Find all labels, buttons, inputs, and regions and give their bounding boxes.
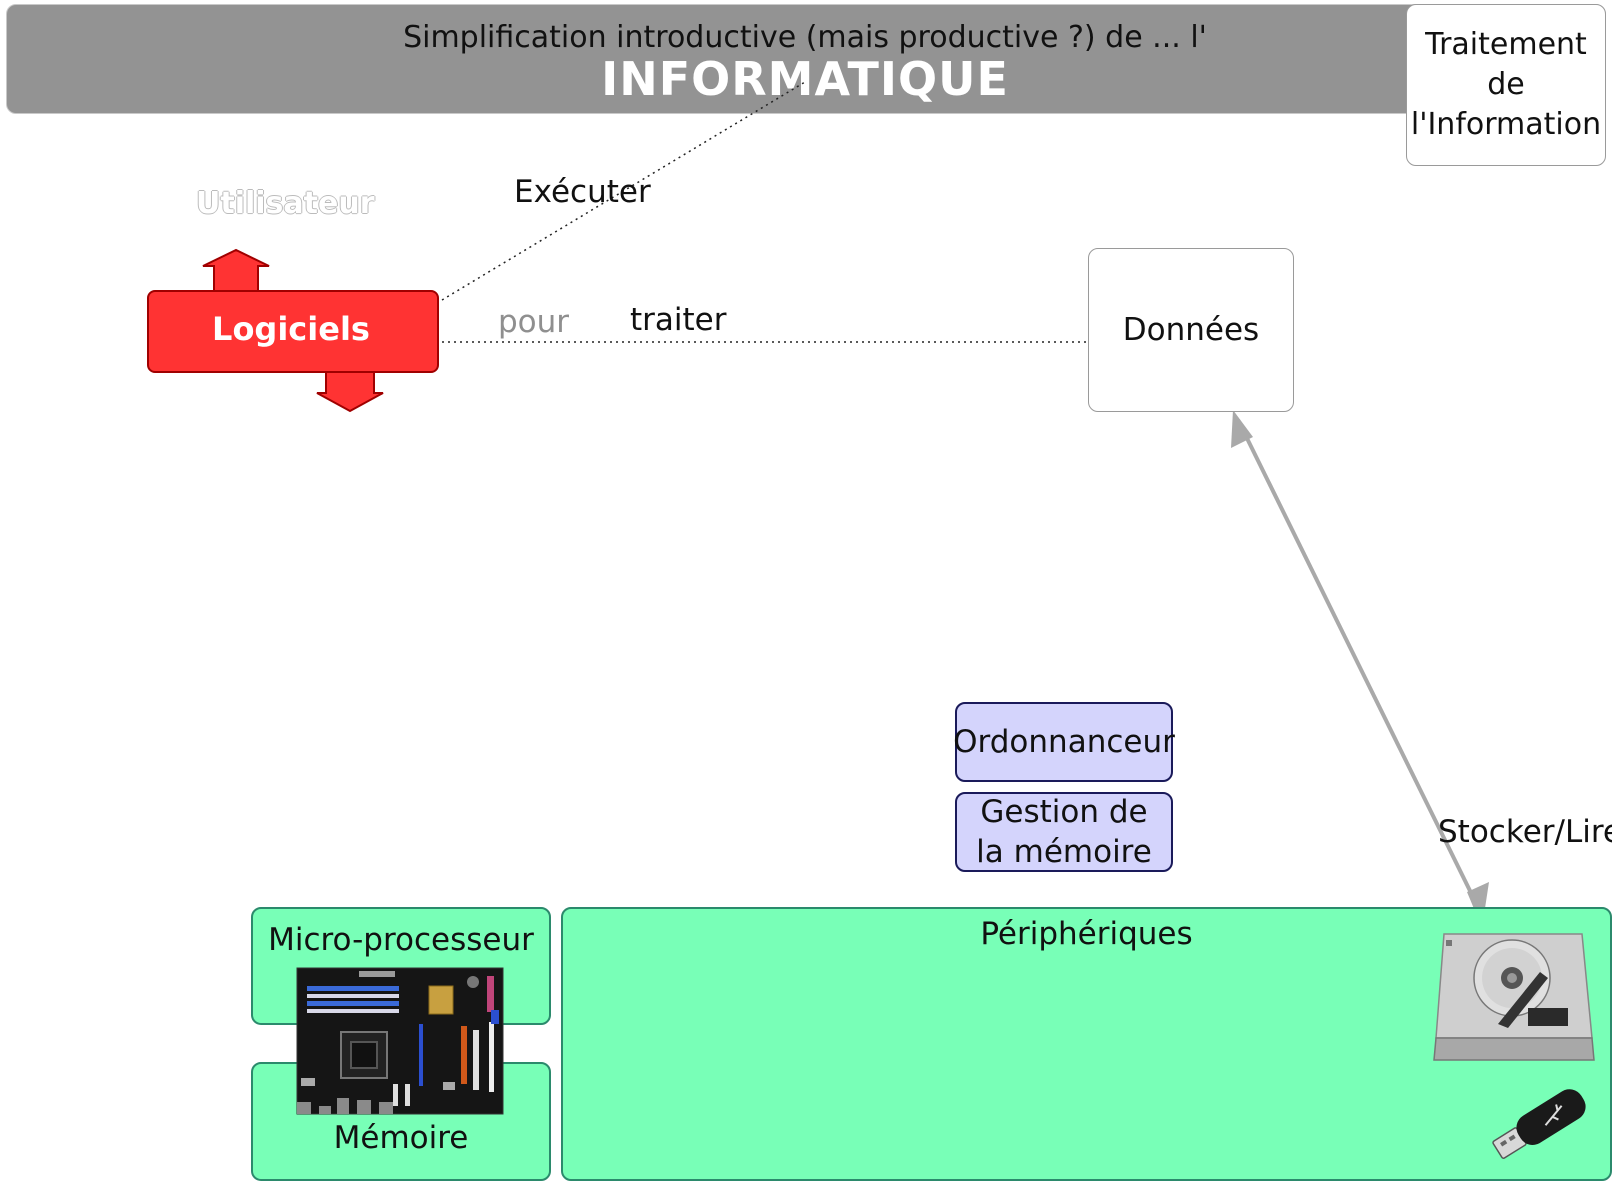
ordonnanceur-box: Ordonnanceur	[953, 702, 1175, 782]
header-banner	[6, 4, 1606, 114]
traitement-information-box: Traitement de l'Information	[1406, 4, 1606, 166]
pour-label: pour	[498, 304, 570, 340]
logiciels-shape	[147, 248, 439, 413]
motherboard-icon	[296, 967, 504, 1115]
header-title: INFORMATIQUE	[601, 52, 1009, 106]
traiter-label: traiter	[630, 302, 727, 338]
memoire-label: Mémoire	[333, 1120, 469, 1156]
gestion-memoire-line-2: la mémoire	[976, 834, 1152, 870]
traitement-line-3: l'Information	[1410, 107, 1602, 142]
header-subtitle: Simplification introductive (mais produc…	[403, 20, 1207, 55]
utilisateur-label: Utilisateur	[196, 186, 375, 221]
hard-drive-icon	[1433, 933, 1595, 1061]
traitement-line-2: de	[1487, 67, 1525, 102]
executer-connector	[441, 81, 806, 301]
gestion-memoire-box: Gestion de la mémoire	[955, 792, 1173, 872]
stocker-lire-label: Stocker/Lire	[1438, 814, 1612, 850]
stocker-lire-arrow	[1231, 410, 1489, 928]
microprocesseur-label: Micro-processeur	[268, 922, 534, 958]
traitement-line-1: Traitement	[1425, 27, 1587, 62]
executer-label: Exécuter	[514, 174, 651, 210]
logiciels-label: Logiciels	[212, 310, 370, 348]
peripheriques-label: Périphériques	[980, 916, 1193, 952]
ordonnanceur-label: Ordonnanceur	[953, 724, 1175, 760]
donnees-box: Données	[1088, 248, 1294, 412]
donnees-label: Données	[1122, 312, 1260, 348]
gestion-memoire-line-1: Gestion de	[980, 794, 1148, 830]
usb-key-icon	[1492, 1089, 1586, 1159]
